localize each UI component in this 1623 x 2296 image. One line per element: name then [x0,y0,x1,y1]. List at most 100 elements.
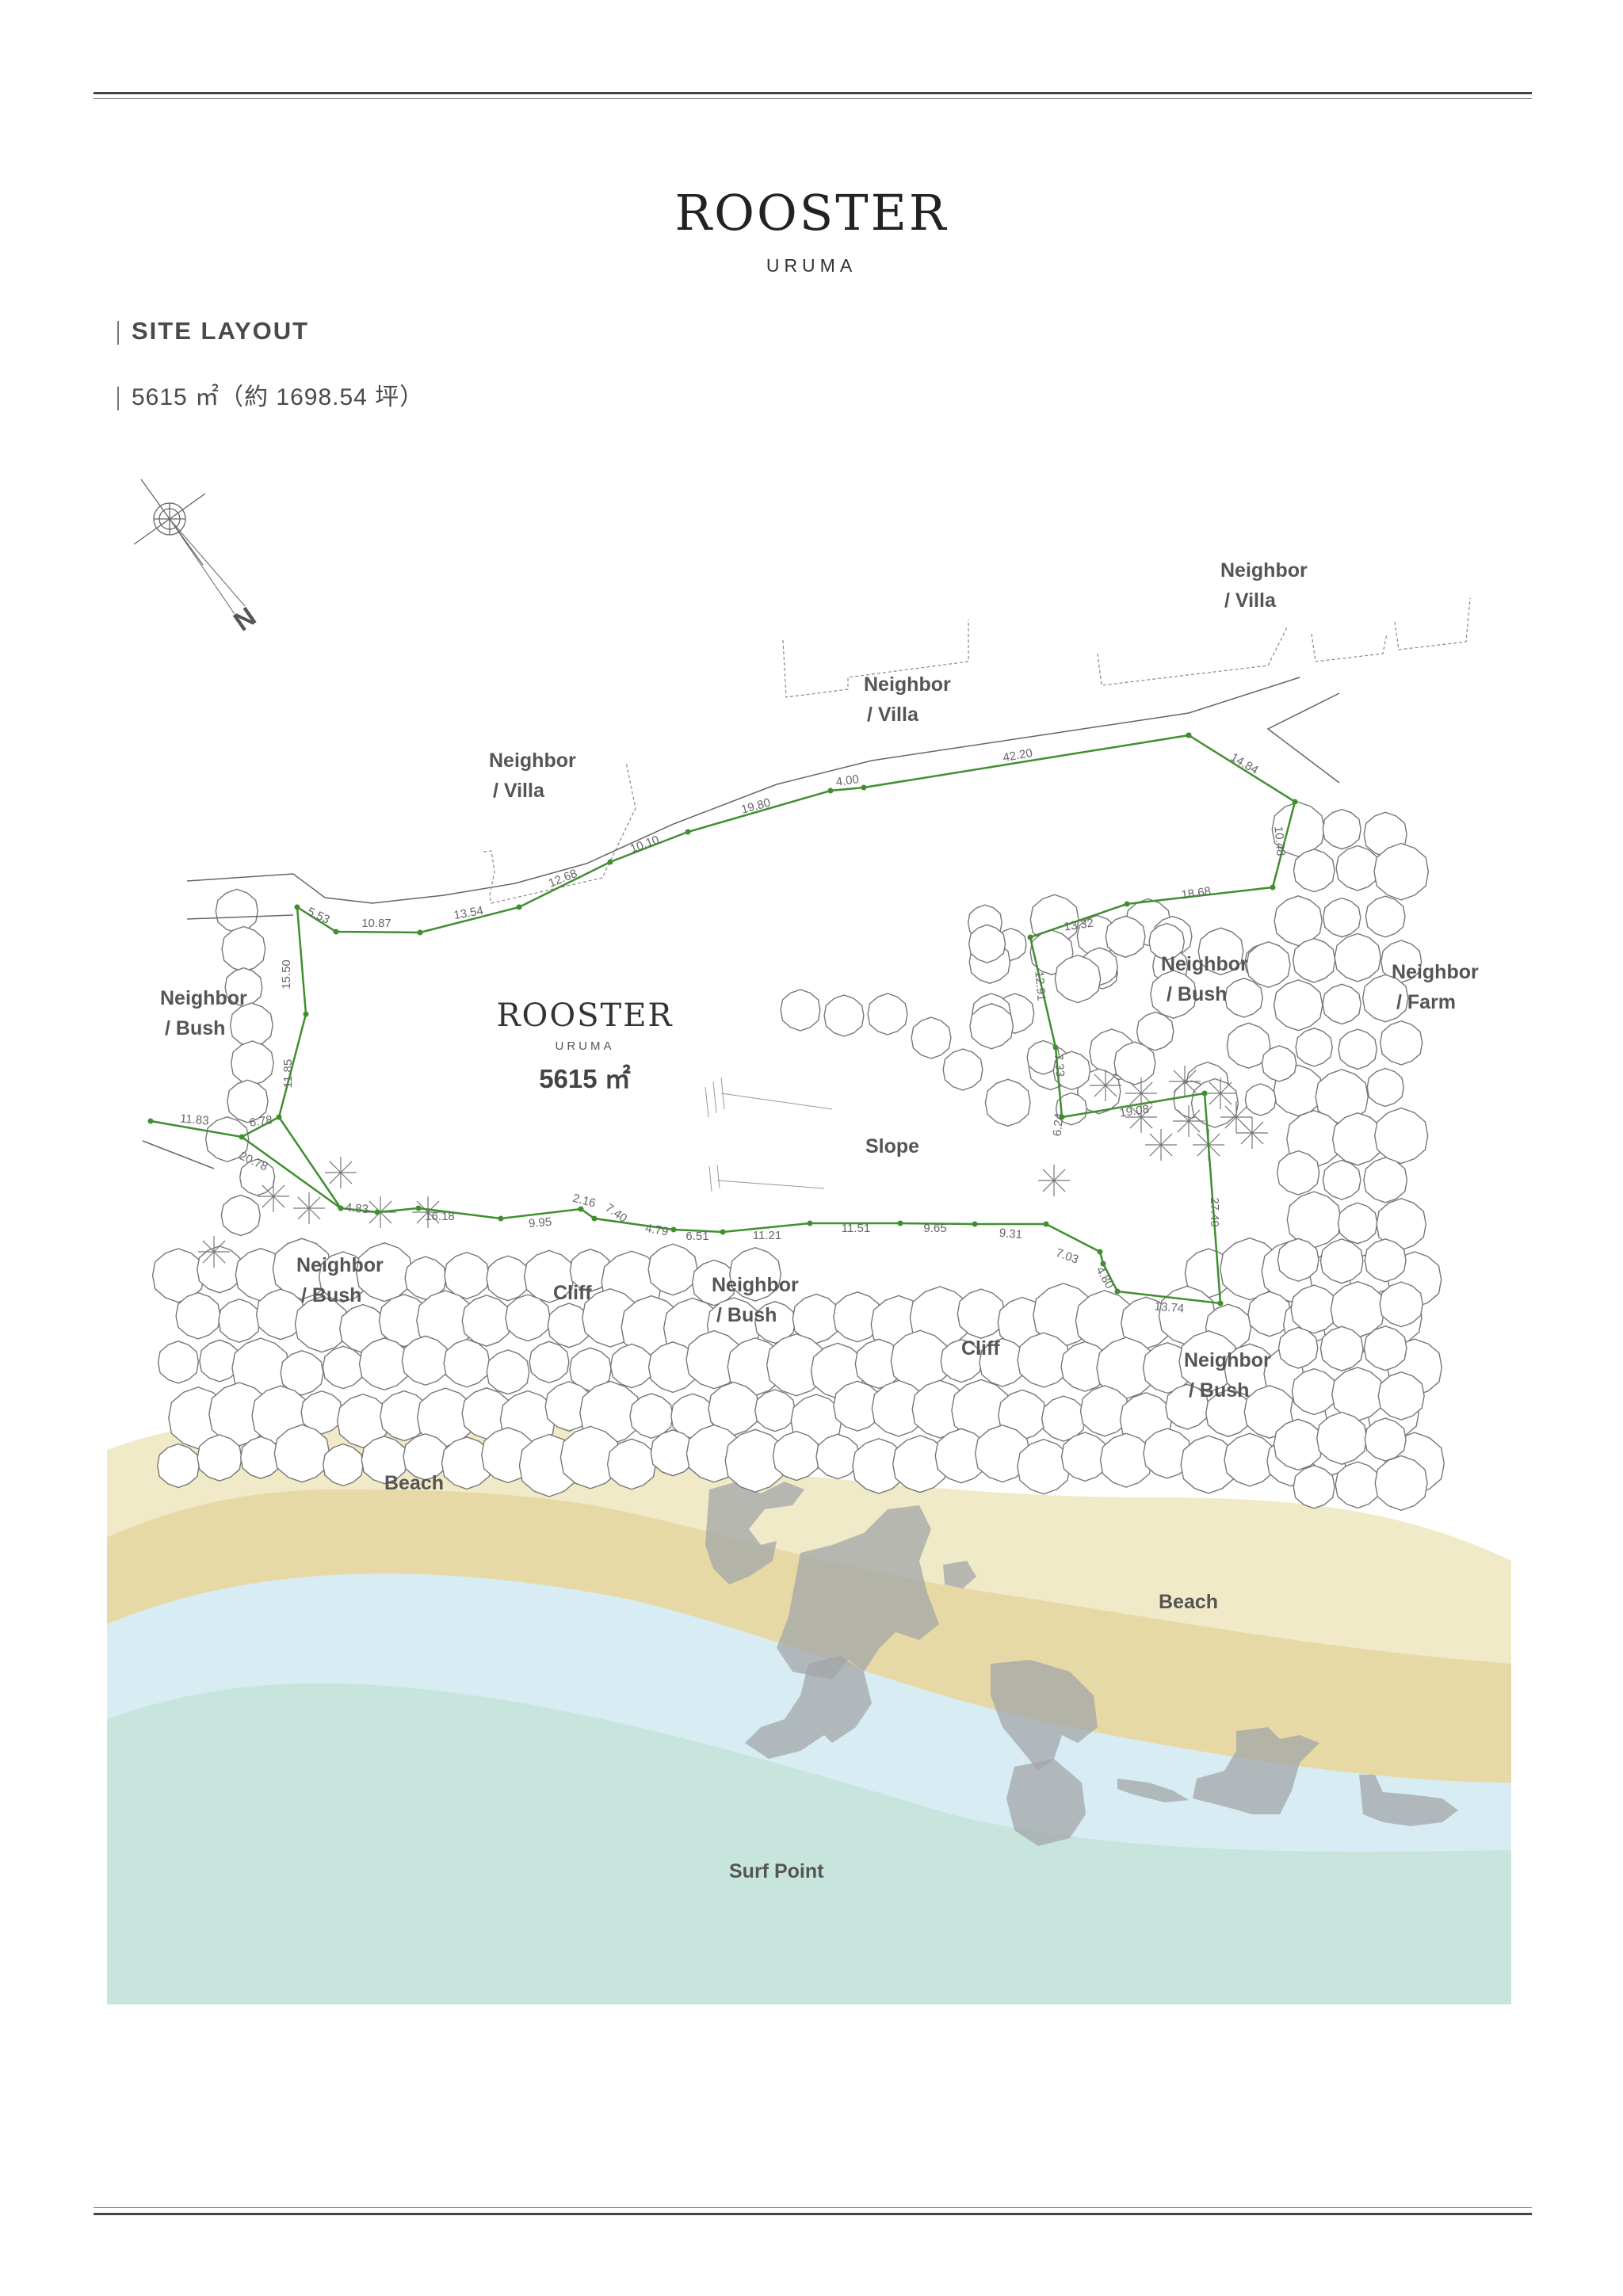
tree-canopy [1079,1385,1130,1437]
label-neighbor-bush-w: Neighbor/ Bush [160,987,247,1039]
tree-canopy [1277,1238,1319,1282]
boundary-vertex [1292,799,1298,805]
boundary-length-label: 19.08 [1119,1103,1151,1120]
tree-canopy [1226,1022,1271,1069]
tree-canopy [401,1335,450,1386]
tree-canopy [322,1345,365,1390]
tree-canopy [1244,1083,1277,1116]
tree-canopy [358,1337,411,1391]
tree-canopy [221,925,266,973]
boundary-vertex [685,829,691,835]
rock-8 [1359,1775,1458,1826]
tree-canopy [647,1243,698,1296]
tree-canopy [609,1343,654,1389]
tree-canopy [1060,1341,1109,1392]
slope-line-1 [720,1093,833,1110]
boundary-vertex [861,784,867,791]
label-neighbor-farm: Neighbor/ Farm [1392,961,1479,1013]
tree-canopy [969,1003,1014,1050]
tree-canopy [156,1443,200,1489]
tree-canopy [1273,1418,1323,1471]
tree-canopy [255,1288,306,1341]
tree-canopy [229,1002,273,1048]
boundary-length-label: 19.80 [740,796,773,817]
boundary-vertex [498,1215,504,1222]
tree-canopy [215,888,259,934]
label-neighbor-bush-s: Neighbor/ Bush [712,1274,799,1326]
rocks [705,1482,1458,1846]
tree-canopy [1205,1389,1252,1437]
tree-canopy [647,1341,698,1394]
label-neighbor-bush-e: Neighbor/ Bush [1161,953,1248,1005]
boundary-length-label: 6.24 [1051,1112,1066,1137]
tree-canopy [443,1338,491,1388]
tree-canopy [772,1430,821,1482]
bottom-rule [94,2213,1532,2215]
tree-canopy [1026,1039,1060,1075]
tree-canopy [361,1436,408,1485]
boundary-vertex [1059,1114,1065,1120]
boundary-vertex [1201,1090,1208,1097]
tree-canopy [833,1380,882,1432]
boundary-length-label: 2.16 [571,1192,598,1211]
tree-canopy [220,1194,261,1237]
label-neighbor-bush-e-line1: Neighbor [1161,953,1248,975]
tree-canopy [1286,1191,1342,1249]
boundary-vertex [807,1220,813,1226]
road-west [186,914,294,920]
tree-canopy [1017,1332,1071,1388]
tree-canopy [461,1295,512,1347]
tree-canopy [1361,974,1409,1023]
boundary-length-label: 4.79 [644,1222,670,1239]
tree-canopy [1322,897,1361,938]
tree-canopy [968,924,1006,963]
brand-title: ROOSTER [674,184,949,242]
boundary-vertex [1217,1300,1224,1306]
tree-canopy [1322,983,1361,1025]
compass-needle [169,518,246,607]
tree-canopy [204,1116,250,1163]
tree-canopy [157,1341,200,1384]
tree-canopy [940,1338,983,1383]
boundary-length-label: 11.51 [842,1222,870,1235]
boundary-vertex [294,904,300,910]
tree-canopy [1290,1284,1338,1334]
boundary-length-label: 15.50 [280,959,293,990]
boundary-length-label: 5.53 [305,905,332,927]
tree-canopy [322,1443,365,1487]
boundary-length-label: 27.40 [1208,1197,1221,1227]
tree-canopy [486,1255,530,1302]
tree-canopy [1113,1041,1156,1085]
boundary-length-label: 4.80 [1093,1264,1116,1291]
tree-canopy [1379,1281,1423,1328]
tree-canopy [239,1158,276,1196]
area-heading: 5615 ㎡（約 1698.54 坪） [117,377,424,412]
tree-canopy [1322,1159,1361,1200]
boundary-vertex [374,1209,380,1215]
boundary-vertex [516,904,522,910]
boundary-length-label: 11.21 [753,1229,781,1242]
tree-canopy [1165,1383,1209,1430]
top-rule [94,92,1532,94]
boundary-length-label: 11.83 [180,1112,210,1127]
area-labels: Neighbor/ Villa Neighbor/ Villa Neighbor… [160,559,1479,1882]
tree-canopy [934,1428,988,1484]
boundary-length-label: 13.54 [453,904,484,922]
tree-canopy [444,1251,490,1300]
boundary-vertex [276,1114,282,1120]
villa-outline-ne [1097,625,1289,686]
tree-canopy [1054,954,1102,1004]
tree-canopy [403,1432,449,1481]
rock-3 [745,1656,872,1759]
site-area: 5615 ㎡ [539,1064,631,1093]
tree-canopy [1380,940,1423,983]
slope-line-4 [705,1086,709,1118]
tree-canopy [1143,1428,1192,1479]
palm-tree [1173,1105,1205,1137]
boundary-length-label: 42.20 [1002,746,1033,765]
boundary-vertex [239,1134,245,1140]
tree-canopy [280,1350,324,1396]
tree-canopy [441,1436,493,1490]
boundary-vertex [1027,934,1033,940]
boundary-length-label: 13.74 [1154,1299,1185,1315]
